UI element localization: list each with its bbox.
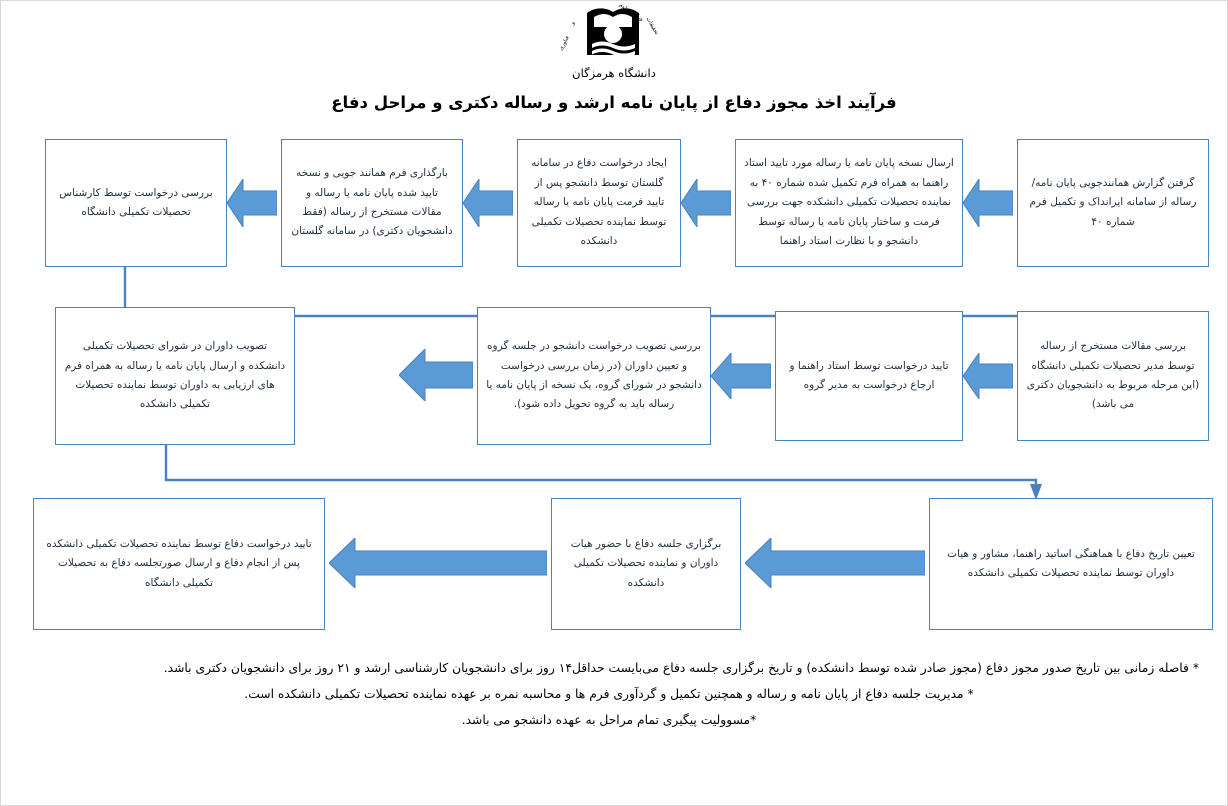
- flow-node-11-text: برگزاری جلسه دفاع با حضور هیات داوران و …: [570, 537, 722, 589]
- flow-node-11[interactable]: برگزاری جلسه دفاع با حضور هیات داوران و …: [551, 498, 741, 630]
- svg-text:تحقیقات: تحقیقات: [645, 16, 660, 36]
- flow-node-8-text: بررسی تصویب درخواست دانشجو در جلسه گروه …: [486, 340, 702, 411]
- flow-node-2-text: ارسال نسخه پایان نامه یا رساله مورد تایی…: [744, 157, 954, 248]
- flow-node-8[interactable]: بررسی تصویب درخواست دانشجو در جلسه گروه …: [477, 307, 711, 445]
- flow-node-7[interactable]: تایید درخواست توسط استاد راهنما و ارجاع …: [775, 311, 963, 441]
- flow-node-9[interactable]: تصویب داوران در شورای تحصیلات تکمیلی دان…: [55, 307, 295, 445]
- flow-node-5[interactable]: بررسی درخواست توسط کارشناس تحصیلات تکمیل…: [45, 139, 227, 267]
- logo-caption: دانشگاه هرمزگان: [572, 66, 656, 80]
- arrow-1-to-2: [963, 179, 1013, 227]
- footnotes: * فاصله زمانی بین تاریخ صدور مجوز دفاع (…: [19, 656, 1209, 733]
- flow-node-4[interactable]: بارگذاری فرم همانند جویی و نسخه تایید شد…: [281, 139, 463, 267]
- footnote-2: * مدیریت جلسه دفاع از پایان نامه و رساله…: [244, 686, 974, 701]
- arrow-7-to-8: [711, 353, 771, 399]
- flow-node-10-text: تعیین تاریخ دفاع با هماهنگی اساتید راهنم…: [947, 547, 1195, 579]
- flow-node-2[interactable]: ارسال نسخه پایان نامه یا رساله مورد تایی…: [735, 139, 963, 267]
- flow-node-12[interactable]: تایید درخواست دفاع توسط نماینده تحصیلات …: [33, 498, 325, 630]
- flow-node-7-text: تایید درخواست توسط استاد راهنما و ارجاع …: [789, 359, 949, 391]
- footnote-3: *مسوولیت پیگیری تمام مراحل به عهده دانشج…: [461, 712, 757, 727]
- university-emblem-icon: فناوری و وزارت علوم تحقیقات: [558, 3, 660, 57]
- page-header: فناوری و وزارت علوم تحقیقات دانشگاه هرمز…: [1, 1, 1227, 87]
- flow-node-3[interactable]: ایجاد درخواست دفاع در سامانه گلستان توسط…: [517, 139, 681, 267]
- footnote-1: * فاصله زمانی بین تاریخ صدور مجوز دفاع (…: [163, 661, 1199, 675]
- arrow-6-to-7: [963, 353, 1013, 399]
- flow-node-1-text: گرفتن گزارش همانندجویی پایان نامه/ رساله…: [1029, 176, 1197, 228]
- page-title: فرآیند اخذ مجوز دفاع از پایان نامه ارشد …: [331, 93, 897, 112]
- arrow-2-to-3: [681, 179, 731, 227]
- arrow-11-to-12: [329, 538, 547, 588]
- flow-node-10[interactable]: تعیین تاریخ دفاع با هماهنگی اساتید راهنم…: [929, 498, 1213, 630]
- arrow-8-to-9: [399, 349, 473, 401]
- flow-node-4-text: بارگذاری فرم همانند جویی و نسخه تایید شد…: [291, 167, 453, 238]
- flow-node-6-text: بررسی مقالات مستخرج از رساله توسط مدیر ت…: [1026, 340, 1200, 411]
- flow-node-5-text: بررسی درخواست توسط کارشناس تحصیلات تکمیل…: [59, 186, 213, 218]
- flow-node-12-text: تایید درخواست دفاع توسط نماینده تحصیلات …: [46, 537, 312, 589]
- flow-node-9-text: تصویب داوران در شورای تحصیلات تکمیلی دان…: [64, 340, 286, 411]
- flow-node-6[interactable]: بررسی مقالات مستخرج از رساله توسط مدیر ت…: [1017, 311, 1209, 441]
- logo-block: فناوری و وزارت علوم تحقیقات دانشگاه هرمز…: [519, 3, 709, 80]
- arrow-4-to-5: [227, 179, 277, 227]
- arrow-3-to-4: [463, 179, 513, 227]
- arrow-10-to-11: [745, 538, 925, 588]
- flow-node-3-text: ایجاد درخواست دفاع در سامانه گلستان توسط…: [531, 157, 667, 248]
- svg-text:و: و: [570, 20, 577, 27]
- flow-node-1[interactable]: گرفتن گزارش همانندجویی پایان نامه/ رساله…: [1017, 139, 1209, 267]
- svg-text:فناوری: فناوری: [558, 35, 571, 52]
